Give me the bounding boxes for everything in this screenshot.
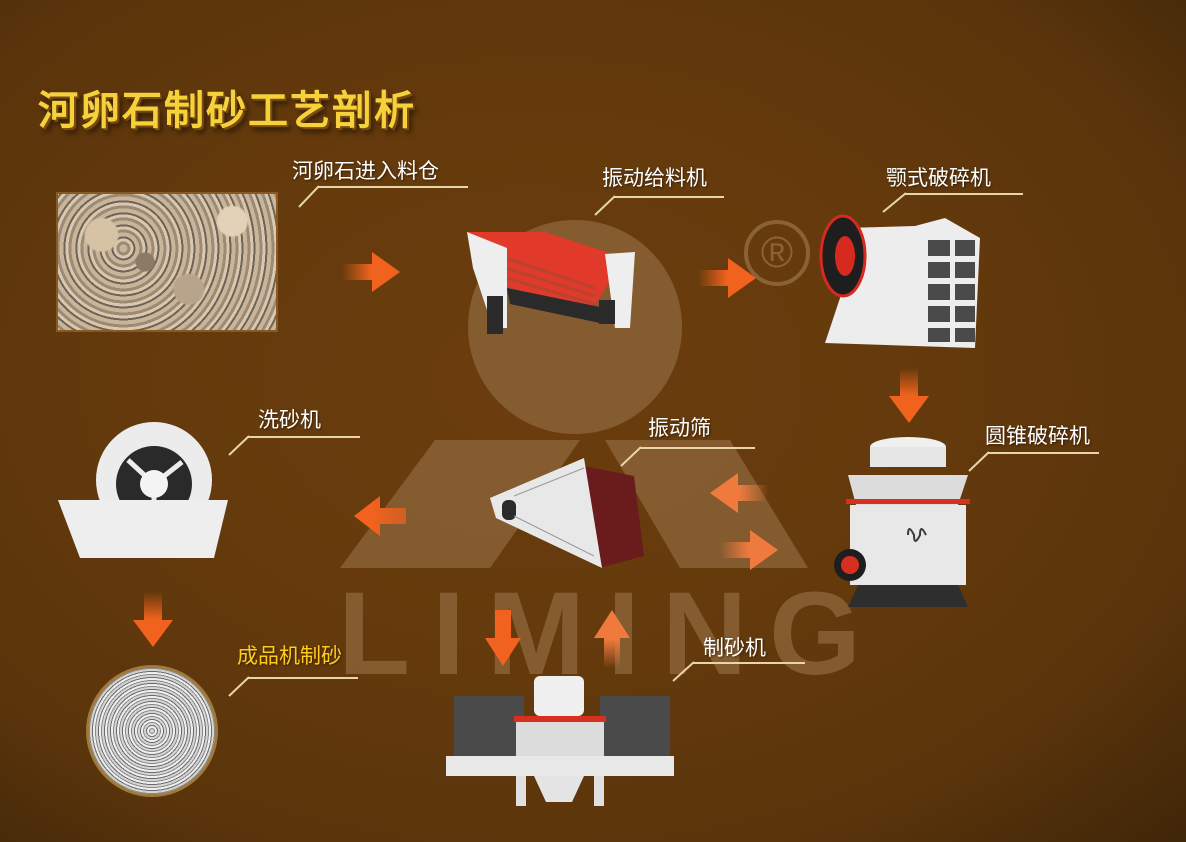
- pebbles-image: [56, 192, 278, 332]
- sand-maker-image: [446, 676, 674, 806]
- label-sand-washer: 洗砂机: [258, 408, 321, 432]
- label-sand-maker: 制砂机: [703, 636, 766, 660]
- leader-line: [693, 662, 805, 664]
- label-vibrating-screen: 振动筛: [648, 416, 711, 440]
- arrow-down-icon: [133, 592, 173, 647]
- vibrating-feeder-image: [467, 232, 635, 334]
- label-finished-sand: 成品机制砂: [237, 644, 342, 668]
- vibrating-screen-image: [490, 458, 644, 568]
- leader-line-slant: [228, 676, 250, 697]
- label-jaw-crusher: 颚式破碎机: [886, 166, 991, 190]
- label-vibrating-feeder: 振动给料机: [602, 166, 707, 190]
- jaw-crusher-image: [819, 214, 980, 348]
- label-pebble-bin: 河卵石进入料仓: [292, 159, 439, 183]
- leader-line-slant: [228, 435, 250, 456]
- leader-line-slant: [882, 192, 907, 213]
- finished-sand-image: [86, 665, 218, 797]
- arrow-down-icon: [889, 368, 929, 423]
- leader-line: [248, 677, 358, 679]
- leader-line: [905, 193, 1023, 195]
- leader-line-slant: [968, 451, 990, 472]
- leader-line-slant: [298, 185, 320, 208]
- leader-line: [248, 436, 360, 438]
- leader-line: [318, 186, 468, 188]
- arrow-right-icon: [720, 530, 778, 570]
- leader-line-slant: [620, 446, 642, 467]
- leader-line: [987, 452, 1099, 454]
- label-cone-crusher: 圆锥破碎机: [985, 424, 1090, 448]
- sand-washer-image: [58, 422, 228, 558]
- page-title: 河卵石制砂工艺剖析: [38, 78, 416, 136]
- arrow-down-icon: [485, 610, 521, 666]
- cone-crusher-image: [834, 437, 970, 607]
- leader-line-slant: [672, 661, 695, 682]
- leader-line: [614, 196, 724, 198]
- arrow-right-icon: [698, 258, 756, 298]
- arrow-left-icon: [354, 496, 406, 536]
- leader-line: [640, 447, 755, 449]
- registered-mark-icon: ®: [744, 220, 810, 286]
- arrow-left-icon: [710, 473, 768, 513]
- arrow-right-icon: [342, 252, 400, 292]
- arrow-up-icon: [594, 610, 630, 668]
- leader-line-slant: [594, 195, 616, 216]
